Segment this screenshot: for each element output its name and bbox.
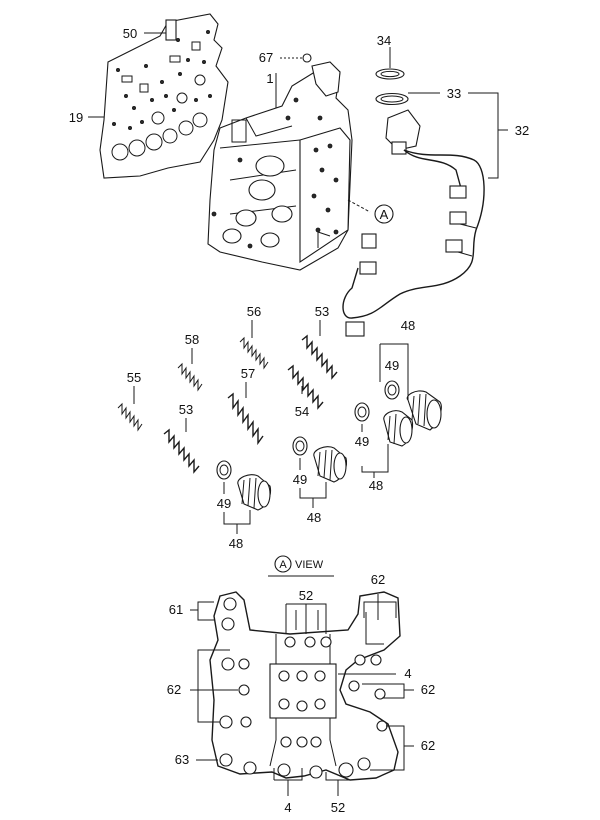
- valve-spool-48-mid: [383, 410, 414, 447]
- callout-49-left: 49: [217, 496, 231, 511]
- view-callout-4-bottom: 4: [284, 800, 291, 815]
- callout-57: 57: [241, 366, 255, 381]
- washer-49-mid: [354, 402, 370, 422]
- callout-49-right: 49: [385, 358, 399, 373]
- view-callout-52-bottom: 52: [331, 800, 345, 815]
- callout-48-left: 48: [229, 536, 243, 551]
- view-callout-52-top: 52: [299, 588, 313, 603]
- view-callout-63: 63: [175, 752, 189, 767]
- spring-58: [177, 362, 203, 392]
- o-ring-33: [375, 92, 409, 106]
- valve-spool-48-center: [313, 446, 348, 483]
- callout-48-upper: 48: [401, 318, 415, 333]
- spring-53-upper: [301, 334, 338, 380]
- callout-53-lower: 53: [179, 402, 193, 417]
- view-heading-word: VIEW: [295, 559, 324, 571]
- spring-56: [239, 336, 269, 370]
- washer-49-left: [216, 460, 232, 480]
- spring-53-lower: [163, 428, 200, 474]
- check-ball-67: [302, 53, 312, 63]
- valve-spool-48-left: [237, 474, 272, 511]
- callout-34: 34: [377, 33, 391, 48]
- valve-body-face-view: [209, 591, 401, 781]
- callout-19: 19: [69, 110, 83, 125]
- callout-53-upper: 53: [315, 304, 329, 319]
- view-callout-4-right: 4: [404, 666, 411, 681]
- separator-plate-19: [99, 13, 229, 179]
- view-callout-62-right-lower: 62: [421, 738, 435, 753]
- view-callout-62-top: 62: [371, 572, 385, 587]
- callout-58: 58: [185, 332, 199, 347]
- callout-49-center: 49: [293, 472, 307, 487]
- spring-57: [227, 392, 264, 446]
- callout-55: 55: [127, 370, 141, 385]
- view-a-marker-letter: A: [380, 207, 389, 222]
- callout-1: 1: [266, 71, 273, 86]
- washer-49-right: [384, 380, 400, 400]
- view-callout-62-right-upper: 62: [421, 682, 435, 697]
- view-callout-61: 61: [169, 602, 183, 617]
- valve-body-assembly-1: [207, 61, 353, 271]
- view-callout-62-left: 62: [167, 682, 181, 697]
- snap-ring-34: [375, 68, 405, 80]
- callout-50: 50: [123, 26, 137, 41]
- spring-54: [287, 364, 324, 410]
- spring-55: [117, 402, 143, 432]
- callout-33: 33: [447, 86, 461, 101]
- wiring-harness-32: [342, 109, 485, 337]
- view-a-heading: A VIEW: [268, 555, 334, 577]
- washer-49-center: [292, 436, 308, 456]
- callout-48-mid: 48: [369, 478, 383, 493]
- callout-32: 32: [515, 123, 529, 138]
- view-a-marker: [374, 204, 394, 224]
- callout-48-center: 48: [307, 510, 321, 525]
- valve-spool-48-right: [406, 390, 442, 431]
- callout-67: 67: [259, 50, 273, 65]
- callout-54: 54: [295, 404, 309, 419]
- callout-56: 56: [247, 304, 261, 319]
- callout-49-mid: 49: [355, 434, 369, 449]
- view-heading-letter: A: [279, 559, 287, 571]
